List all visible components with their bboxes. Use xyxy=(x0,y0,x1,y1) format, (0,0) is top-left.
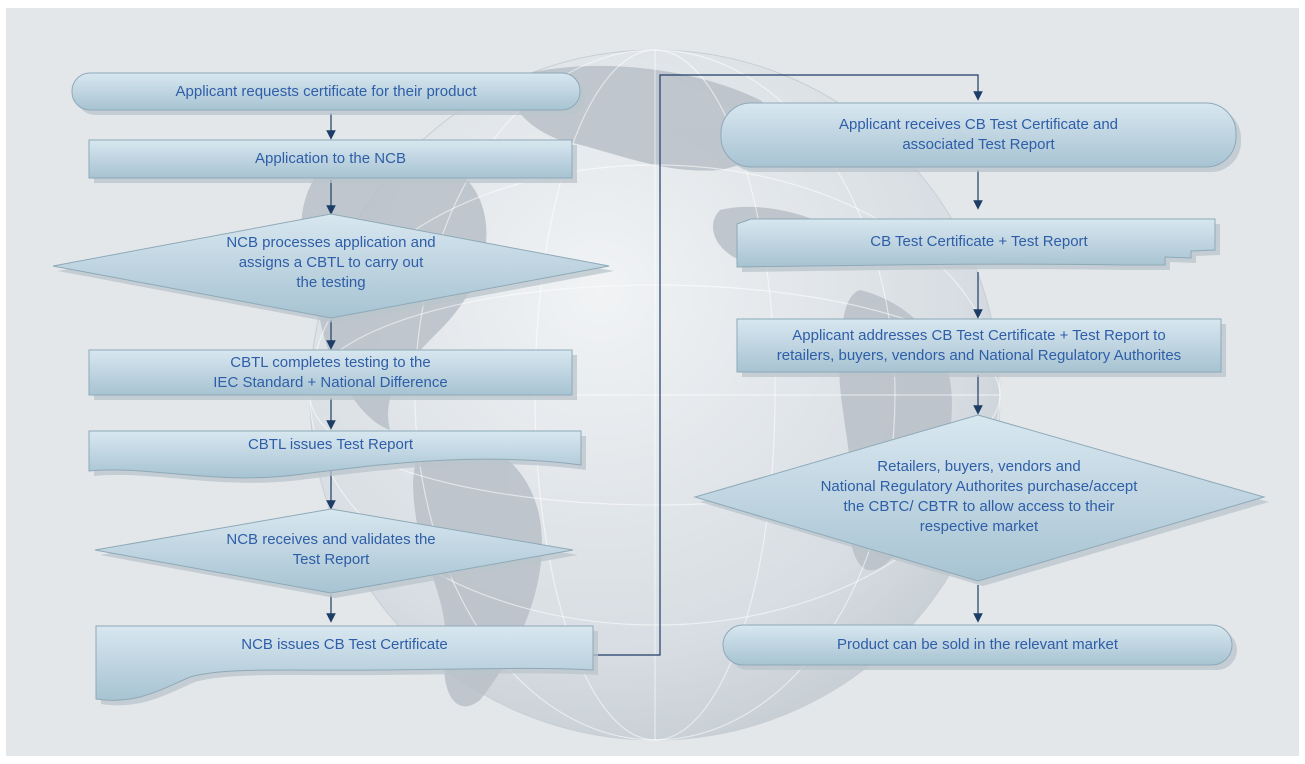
step-ncb-issues-certificate-shape xyxy=(95,625,594,701)
step-product-sold-text: Product can be sold in the relevant mark… xyxy=(837,636,1118,653)
step-product-sold-shape xyxy=(722,624,1233,666)
step-applicant-addresses-text: Applicant addresses CB Test Certificate … xyxy=(776,327,1182,364)
step-cbtl-issues-report-label: CBTL issues Test Report xyxy=(89,432,572,458)
step-cbtl-testing-label: CBTL completes testing to the IEC Standa… xyxy=(89,350,572,395)
right-column-shapes xyxy=(693,102,1269,670)
step-ncb-processes-shape xyxy=(52,213,610,319)
step-cbtl-testing-shape xyxy=(88,349,573,396)
step-product-sold-label: Product can be sold in the relevant mark… xyxy=(723,625,1232,665)
left-column-shapes xyxy=(52,72,614,706)
step-ncb-validates-shape xyxy=(94,508,574,594)
step-applicant-request-text: Applicant requests certificate for their… xyxy=(175,82,477,100)
step-cb-certificate-report-text: CB Test Certificate + Test Report xyxy=(870,233,1088,250)
connector-7-8 xyxy=(593,74,983,656)
step-applicant-request-label: Applicant requests certificate for their… xyxy=(72,73,580,110)
step-applicant-addresses-label: Applicant addresses CB Test Certificate … xyxy=(737,322,1221,370)
step-applicant-receives-shape xyxy=(720,102,1237,168)
step-application-ncb-shape xyxy=(88,139,573,179)
step-cb-certificate-report-shape xyxy=(736,218,1216,268)
step-retailers-accept-shape xyxy=(693,414,1266,582)
step-ncb-issues-certificate-text: NCB issues CB Test Certificate xyxy=(241,636,448,653)
connector-lines xyxy=(326,74,983,656)
step-ncb-processes-label: NCB processes application and assigns a … xyxy=(150,230,512,296)
step-cb-certificate-report-label: CB Test Certificate + Test Report xyxy=(737,228,1221,256)
step-ncb-validates-label: NCB receives and validates the Test Repo… xyxy=(160,528,502,572)
step-ncb-validates-text: NCB receives and validates the Test Repo… xyxy=(226,531,436,568)
step-applicant-request-shape xyxy=(71,72,581,111)
step-ncb-issues-certificate-label: NCB issues CB Test Certificate xyxy=(96,630,593,660)
step-cbtl-issues-report-text: CBTL issues Test Report xyxy=(247,436,414,453)
step-application-ncb-text: Application to the NCB xyxy=(255,150,406,167)
step-application-ncb-label: Application to the NCB xyxy=(89,140,572,178)
step-cbtl-issues-report-shape xyxy=(88,430,582,479)
step-applicant-addresses-shape xyxy=(736,318,1222,373)
step-retailers-accept-text: Retailers, buyers, vendors and National … xyxy=(820,458,1138,535)
step-applicant-receives-text: Applicant receives CB Test Certificate a… xyxy=(838,116,1119,153)
step-retailers-accept-label: Retailers, buyers, vendors and National … xyxy=(780,452,1178,542)
step-applicant-receives-label: Applicant receives CB Test Certificate a… xyxy=(721,111,1236,159)
step-cbtl-testing-text: CBTL completes testing to the IEC Standa… xyxy=(213,353,448,391)
step-ncb-processes-text: NCB processes application and assigns a … xyxy=(226,234,436,291)
